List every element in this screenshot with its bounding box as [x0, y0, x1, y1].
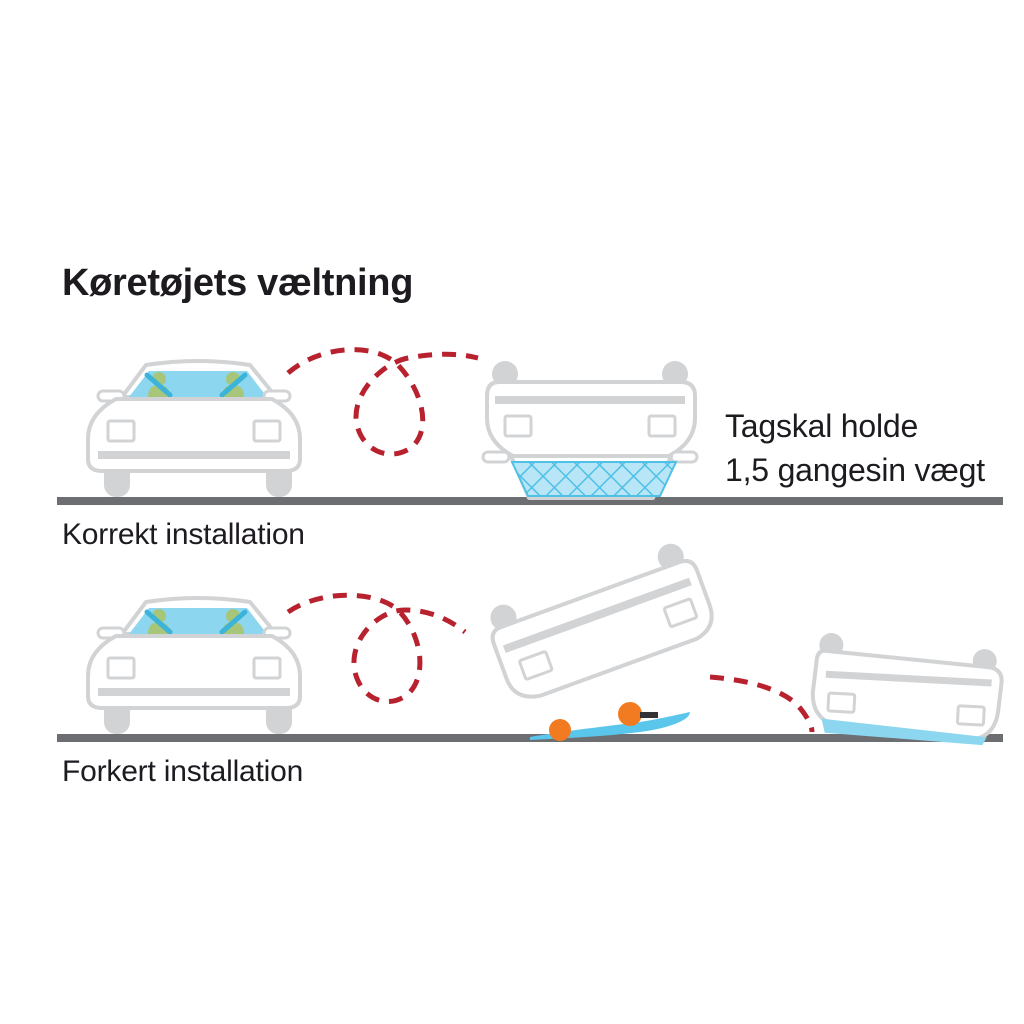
flipped-car-icon: [810, 633, 1004, 746]
page-title: Køretøjets væltning: [62, 262, 414, 304]
rollover-trajectory-1: [286, 592, 467, 704]
upright-car-icon: [88, 598, 300, 734]
luggage-handle-icon: [640, 712, 658, 718]
tilting-car-icon: [490, 543, 714, 699]
correct-scenario: [57, 347, 1003, 505]
roof-load-note-line-2: 1,5 gangesin vægt: [725, 452, 985, 488]
roof-rack-mesh-icon: [510, 461, 678, 497]
luggage-icon: [618, 702, 642, 726]
rollover-trajectory: [286, 347, 479, 457]
roof-load-note-line-1: Tagskal holde: [725, 408, 919, 444]
rollover-trajectory-2: [709, 674, 815, 733]
incorrect-scenario: [57, 543, 1004, 746]
ground-line: [57, 497, 1003, 505]
correct-installation-caption: Korrekt installation: [62, 518, 305, 551]
incorrect-installation-caption: Forkert installation: [62, 755, 304, 788]
luggage-icon: [549, 719, 571, 741]
upright-car-icon: [88, 361, 300, 497]
